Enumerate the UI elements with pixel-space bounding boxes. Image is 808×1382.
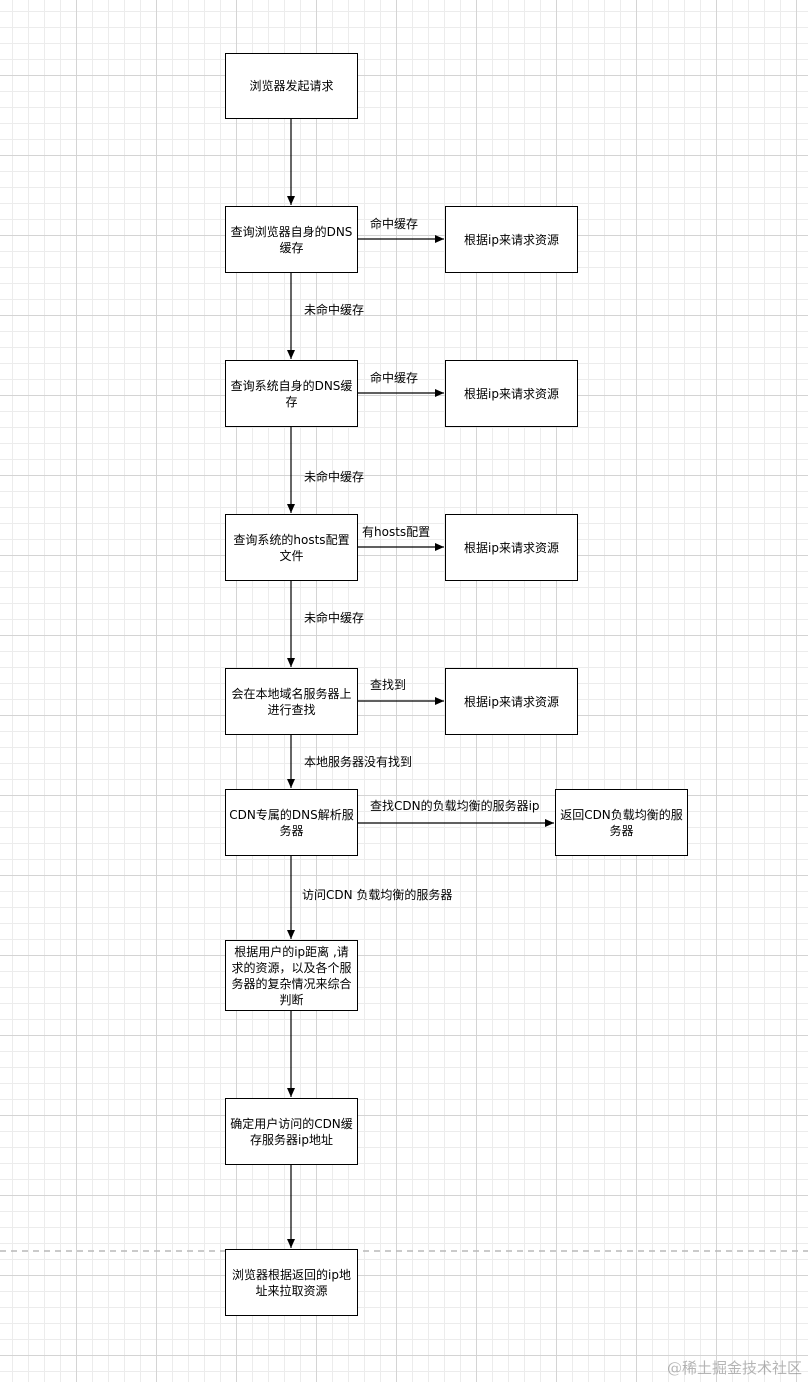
label-visit-cdn-lb: 访问CDN 负载均衡的服务器 <box>302 888 453 902</box>
node-result-2: 根据ip来请求资源 <box>445 360 578 427</box>
label-hit-1: 命中缓存 <box>370 217 419 231</box>
node-judge-text: 根据用户的ip距离 ,请求的资源，以及各个服务器的复杂情况来综合判断 <box>231 944 352 1007</box>
node-browser-cache-text: 查询浏览器自身的DNS缓存 <box>230 224 353 255</box>
node-hosts-file-text: 查询系统的hosts配置文件 <box>233 532 350 563</box>
node-result-2-text: 根据ip来请求资源 <box>464 386 559 401</box>
node-confirm-text: 确定用户访问的CDN缓存服务器ip地址 <box>230 1116 353 1147</box>
node-result-4-text: 根据ip来请求资源 <box>464 694 559 709</box>
node-local-dns-text: 会在本地域名服务器上进行查找 <box>231 686 352 717</box>
node-local-dns: 会在本地域名服务器上进行查找 <box>225 668 358 735</box>
node-cdn-return-text: 返回CDN负载均衡的服务器 <box>560 807 683 838</box>
node-judge: 根据用户的ip距离 ,请求的资源，以及各个服务器的复杂情况来综合判断 <box>225 940 358 1011</box>
label-find-cdn-lb: 查找CDN的负载均衡的服务器ip <box>370 799 540 813</box>
node-hosts-file: 查询系统的hosts配置文件 <box>225 514 358 581</box>
node-cdn-return: 返回CDN负载均衡的服务器 <box>555 789 688 856</box>
node-cdn-dns: CDN专属的DNS解析服务器 <box>225 789 358 856</box>
node-fetch-text: 浏览器根据返回的ip地址来拉取资源 <box>232 1267 351 1298</box>
node-start: 浏览器发起请求 <box>225 53 358 119</box>
node-start-text: 浏览器发起请求 <box>249 79 334 93</box>
node-confirm: 确定用户访问的CDN缓存服务器ip地址 <box>225 1098 358 1165</box>
label-has-hosts: 有hosts配置 <box>362 525 431 539</box>
watermark: @稀土掘金技术社区 <box>666 1359 802 1377</box>
node-result-3: 根据ip来请求资源 <box>445 514 578 581</box>
node-result-3-text: 根据ip来请求资源 <box>464 540 559 555</box>
node-fetch: 浏览器根据返回的ip地址来拉取资源 <box>225 1249 358 1316</box>
node-system-cache-text: 查询系统自身的DNS缓存 <box>230 378 353 409</box>
label-found: 查找到 <box>370 678 407 692</box>
label-miss-2: 未命中缓存 <box>304 470 365 484</box>
node-cdn-dns-text: CDN专属的DNS解析服务器 <box>229 807 354 838</box>
label-miss-1: 未命中缓存 <box>304 303 365 317</box>
label-hit-2: 命中缓存 <box>370 371 419 385</box>
node-result-1: 根据ip来请求资源 <box>445 206 578 273</box>
node-browser-cache: 查询浏览器自身的DNS缓存 <box>225 206 358 273</box>
node-result-4: 根据ip来请求资源 <box>445 668 578 735</box>
node-system-cache: 查询系统自身的DNS缓存 <box>225 360 358 427</box>
label-local-not-found: 本地服务器没有找到 <box>304 755 413 769</box>
node-result-1-text: 根据ip来请求资源 <box>464 232 559 247</box>
label-miss-3: 未命中缓存 <box>304 611 365 625</box>
